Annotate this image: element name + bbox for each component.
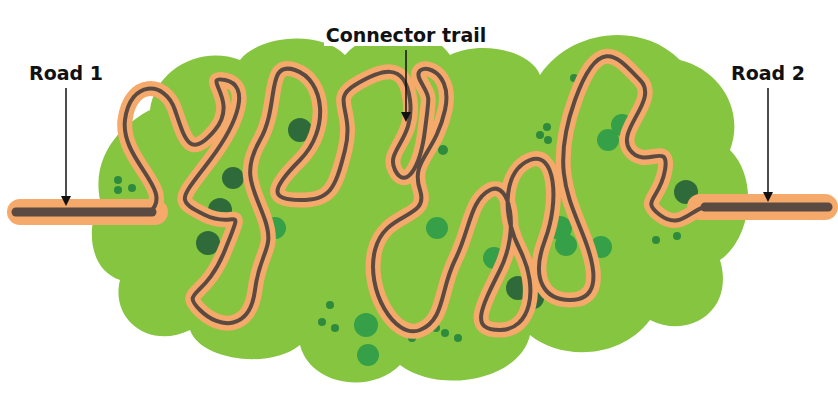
leader-arrows: [66, 50, 768, 204]
roads: [16, 56, 828, 331]
callout-label: Road 1: [27, 62, 105, 84]
callout-label: Connector trail: [324, 24, 489, 46]
callout-label: Road 2: [729, 62, 807, 84]
green-area: [92, 33, 748, 383]
